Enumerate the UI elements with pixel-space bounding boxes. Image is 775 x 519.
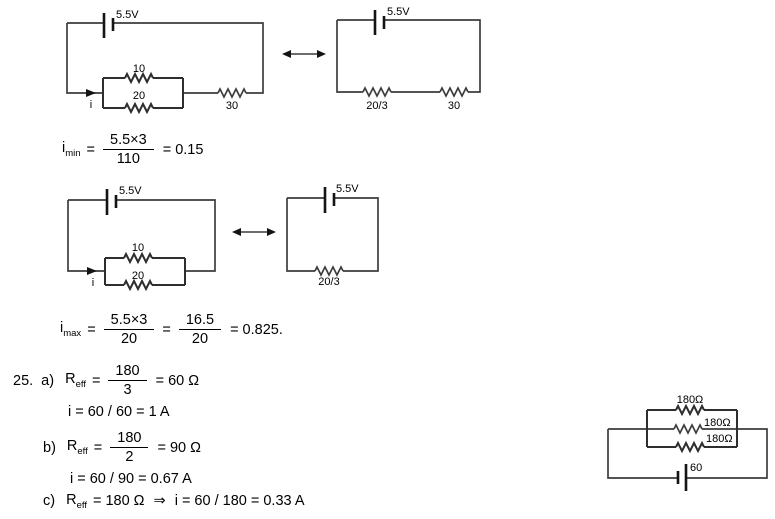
part-label: b) [43,439,56,456]
formula-variable: Reff [66,438,88,457]
current-equation: i = 60 / 180 = 0.33 A [174,493,305,510]
formula-result: = 90 Ω [157,439,201,456]
current-equation: i = 60 / 90 = 0.67 A [70,471,192,487]
resistor-icon [675,440,705,454]
parallel-box [102,77,184,109]
equals-sign: = [162,321,171,338]
fraction: 16.5 20 [178,311,222,348]
formula-variable: Reff [66,492,87,511]
resistor-icon [439,86,469,98]
battery-icon [323,187,336,213]
resistor-label: 10 [132,242,144,254]
battery-label: 5.5V [116,9,139,21]
part-label: a) [41,372,55,389]
denominator: 20 [178,329,222,348]
numerator: 180 [115,363,140,379]
formula-variable: imax [60,320,82,339]
resistor-label: 180Ω [706,433,733,445]
resistor-icon [673,423,703,435]
circuit-diagram-3: 5.5V 10 20 i [67,185,216,292]
fraction: 180 3 [108,362,147,399]
resistor-label: 20/3 [366,100,387,112]
fraction: 5.5×3 20 [103,311,155,348]
equivalence-arrow-icon [232,228,276,236]
wire [336,19,481,93]
resistor-icon [217,87,247,99]
problem25-line-a2: i = 60 / 60 = 1 A [68,404,170,420]
battery-label: 5.5V [336,183,359,195]
battery-label: 5.5V [119,185,142,197]
wire [607,428,768,479]
current-arrow-icon [86,89,96,97]
battery-icon [676,464,688,491]
parallel-box [104,257,186,286]
battery-label: 60 [690,462,702,474]
resistor-label: 20 [133,90,145,102]
equals-sign: = [91,372,101,389]
resistor-label: 10 [133,63,145,75]
equals-sign: = [93,439,103,456]
fraction: 180 2 [110,429,149,466]
denominator: 2 [110,447,149,466]
circuit-diagram-5: 180Ω 180Ω 180Ω 60 [607,394,768,491]
current-equation: i = 60 / 60 = 1 A [68,404,170,420]
resistor-label: 20/3 [318,276,339,288]
circuit-diagram-2: 5.5V 20/3 30 [336,6,481,112]
problem25-line-b2: i = 60 / 90 = 0.67 A [70,471,192,487]
resistor-icon [362,86,392,98]
resistor-icon [123,251,153,265]
equals-sign: = [86,141,96,158]
equivalence-arrow-icon [282,50,326,58]
resistor-label: 180Ω [704,417,731,429]
formula-variable: Reff [65,371,86,390]
formula-result: = 60 Ω [155,372,200,389]
problem25-line-b: b) Reff = 180 2 = 90 Ω [43,429,201,466]
resistor-icon [124,71,154,85]
battery-icon [105,189,118,215]
resistor-icon [124,101,154,115]
wire [67,199,216,272]
resistor-icon [123,278,153,292]
part-label: c) [43,493,56,510]
numerator: 5.5×3 [110,132,147,148]
problem25-line-c: c) Reff = 180 Ω ⇒ i = 60 / 180 = 0.33 A [43,492,305,511]
resistor-icon [314,265,344,277]
numerator: 16.5 [185,312,215,328]
wire [66,22,264,94]
resistor-label: 30 [448,100,460,112]
formula-variable: imin [62,140,81,159]
formula-value: = 180 Ω [92,493,145,510]
circuit-diagram-4: 5.5V 20/3 [286,183,379,288]
formula-result: = 0.15 [162,141,204,158]
current-label: i [90,99,92,111]
fraction: 5.5×3 110 [103,131,154,168]
numerator: 180 [117,430,142,446]
formula-result: = 0.825. [230,321,283,338]
denominator: 20 [103,329,155,348]
numerator: 5.5×3 [110,312,148,328]
denominator: 110 [103,149,154,168]
current-label: i [92,277,94,289]
denominator: 3 [108,380,147,399]
problem-number: 25. [13,372,34,389]
resistor-icon [675,403,705,417]
battery-icon [102,13,115,38]
resistor-label: 20 [132,270,144,282]
equals-sign: = [87,321,96,338]
problem25-line-a: 25. a) Reff = 180 3 = 60 Ω [13,362,199,399]
wire [286,197,379,272]
current-arrow-icon [87,267,97,275]
resistor-label: 30 [226,100,238,112]
circuit-diagram-1: 5.5V 10 20 30 i [66,9,264,115]
formula-imin: imin = 5.5×3 110 = 0.15 [62,131,203,168]
battery-icon [373,10,386,35]
implies-arrow: ⇒ [153,493,166,510]
parallel-box [646,409,738,448]
battery-label: 5.5V [387,6,410,18]
formula-imax: imax = 5.5×3 20 = 16.5 20 = 0.825. [60,311,283,348]
resistor-label: 180Ω [677,394,704,406]
